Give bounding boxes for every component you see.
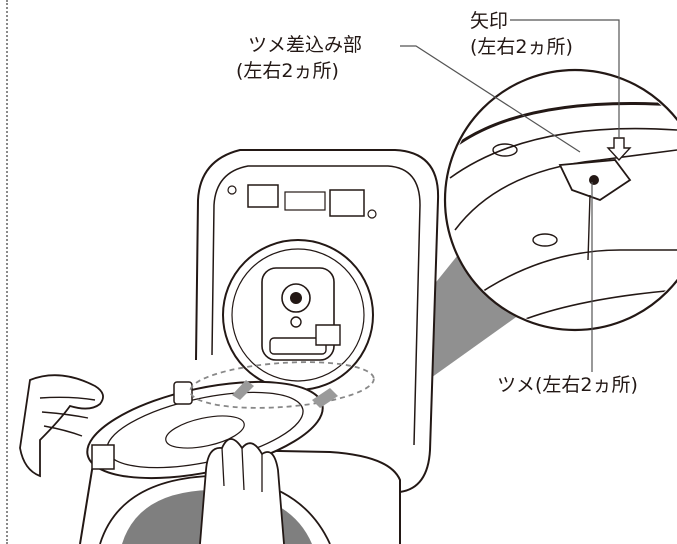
label-claw-insertion: ツメ差込み部 [248,34,363,56]
hand-left-fingers [39,396,96,437]
lid-inner-rim [211,165,421,446]
gasket-slot [269,337,327,355]
down-arrow-icon [606,137,632,162]
page-separator [6,0,8,544]
insert-arrow-right [312,388,338,408]
hinge-left [247,184,279,208]
right-latch [315,324,341,346]
hinge-center [284,191,326,211]
claw-area-highlight [189,361,375,409]
magnified-content [449,102,677,328]
label-claw: ツメ(左右2ヵ所) [497,374,638,396]
inner-lid-tab [91,444,115,470]
inner-lid-knob [173,381,193,405]
claw-point [589,175,599,185]
steam-valve-inner [290,292,302,304]
insert-arrow-left [232,380,254,400]
inner-lid-center [165,415,245,449]
hinge-right [329,189,365,217]
pressure-knob [290,316,302,328]
screw-left [227,185,237,195]
hand-right-knuckles [221,447,263,492]
screw-right [367,209,377,219]
hand-icon-left [19,374,104,478]
label-arrow-mark-note: (左右2ヵ所) [470,36,573,58]
leader-claw-insertion [400,45,581,153]
inner-lid-ring [231,248,365,382]
label-arrow-mark: 矢印 [470,10,509,32]
label-claw-insertion-note: (左右2ヵ所) [236,60,339,82]
leader-arrow-mark [510,19,620,138]
